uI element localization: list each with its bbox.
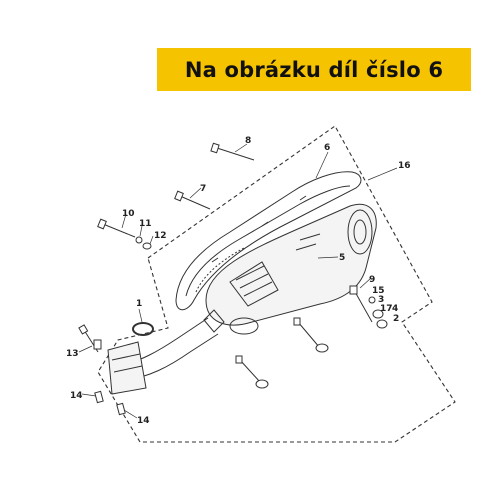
- callout-13: 13: [66, 349, 79, 359]
- banner-text: Na obrázku díl číslo 6: [184, 57, 444, 82]
- muffler: [205, 203, 377, 335]
- bolts: [78, 142, 388, 416]
- callout-14: 14: [137, 416, 150, 426]
- callout-2: 2: [393, 314, 399, 324]
- callout-16: 16: [398, 161, 411, 171]
- callout-labels: 8 6 16 7 10 11 12 5 9 15 3 17 4 2 1 13 1…: [66, 136, 411, 426]
- leader-lines: [78, 143, 398, 419]
- callout-17: 17: [380, 304, 393, 314]
- callout-9: 9: [369, 275, 375, 285]
- callout-14: 14: [70, 391, 83, 401]
- callout-3: 3: [378, 295, 384, 305]
- part-number-banner: Na obrázku díl číslo 6: [157, 48, 471, 91]
- callout-12: 12: [154, 231, 167, 241]
- callout-6: 6: [324, 143, 330, 153]
- callout-11: 11: [139, 219, 152, 229]
- callout-10: 10: [122, 209, 135, 219]
- callout-1: 1: [136, 299, 142, 309]
- callout-15: 15: [372, 286, 385, 296]
- gasket: [132, 322, 154, 336]
- callout-7: 7: [200, 184, 206, 194]
- exhaust-pipe: [107, 309, 225, 395]
- callout-8: 8: [245, 136, 251, 146]
- heat-shield: [175, 171, 362, 311]
- callout-4: 4: [392, 304, 398, 314]
- callout-5: 5: [339, 253, 345, 263]
- assembly-boundary: [97, 125, 456, 443]
